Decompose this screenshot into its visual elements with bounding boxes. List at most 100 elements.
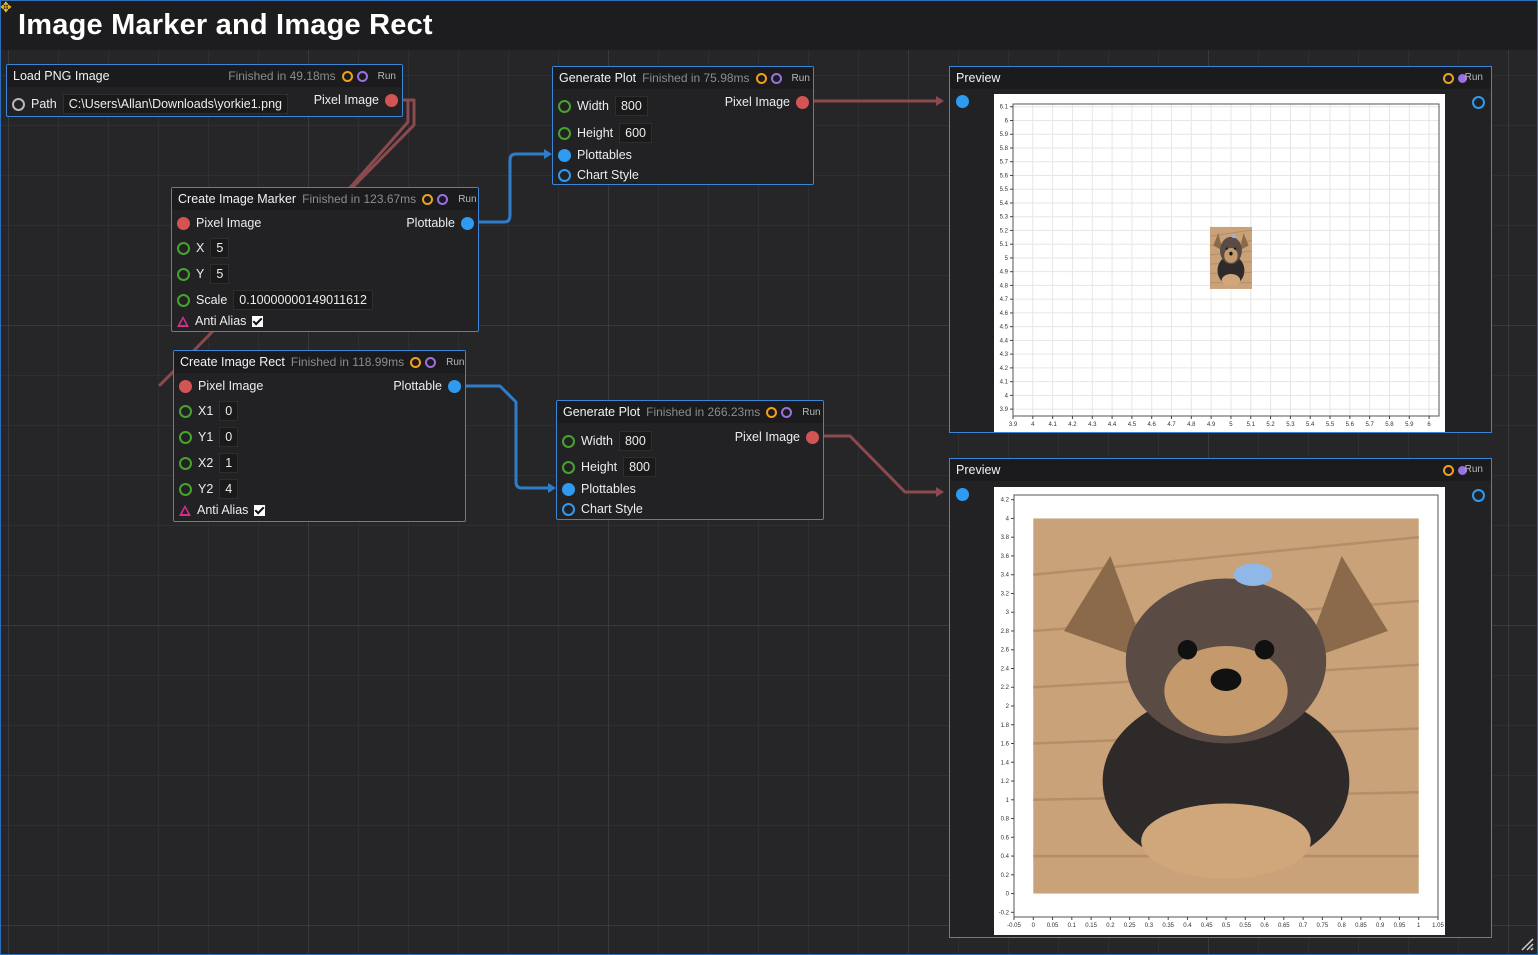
input-pin[interactable] (177, 293, 190, 307)
x-tick-label: 4.7 (1167, 422, 1176, 428)
status-ring-icon (422, 193, 434, 205)
input-pin[interactable] (177, 216, 190, 230)
run-button[interactable]: Run (377, 70, 396, 82)
y1-field[interactable]: 0 (219, 427, 239, 447)
y-tick-label: 0.2 (1001, 873, 1010, 879)
x1-field[interactable]: 0 (219, 401, 239, 421)
anti-alias-checkbox[interactable] (252, 315, 264, 327)
x-tick-label: 0.95 (1394, 923, 1406, 929)
output-label: Pixel Image (734, 430, 800, 444)
scale-field[interactable]: 0.10000000149011612 (233, 290, 373, 310)
height-label: Height (577, 126, 614, 140)
run-button[interactable]: Run (1464, 72, 1483, 83)
node-header[interactable]: Create Image Rect Finished in 118.99ms R… (174, 351, 465, 373)
status-ring-icon (425, 356, 437, 368)
input-pin[interactable] (179, 456, 192, 470)
run-button[interactable]: Run (446, 356, 465, 368)
input-pin[interactable] (562, 502, 575, 516)
move-icon[interactable]: ✥ (0, 0, 12, 15)
y-tick-label: 6.1 (1000, 105, 1009, 111)
node-header[interactable]: Preview Run (950, 459, 1491, 481)
node-header[interactable]: Generate Plot Finished in 75.98ms Run (553, 67, 813, 89)
input-pin[interactable] (956, 488, 969, 501)
node-generate-plot-1[interactable]: Generate Plot Finished in 75.98ms Run Wi… (552, 66, 814, 185)
output-pin[interactable] (385, 93, 398, 107)
y-field[interactable]: 5 (210, 264, 230, 284)
input-pin[interactable] (179, 404, 192, 418)
status-dot-icon (1458, 466, 1467, 475)
output-pin[interactable] (1472, 96, 1485, 109)
output-pin[interactable] (806, 430, 819, 444)
x-tick-label: 4.3 (1088, 422, 1097, 428)
y-tick-label: 3.6 (1001, 554, 1010, 560)
node-title: Preview (956, 71, 1001, 85)
input-pin[interactable] (558, 148, 571, 162)
status-ring-icon (766, 406, 778, 418)
node-load-png-image[interactable]: Load PNG Image Finished in 49.18ms Run P… (6, 64, 403, 117)
input-pin[interactable] (179, 430, 192, 444)
run-button[interactable]: Run (1464, 464, 1483, 475)
y-tick-label: 0.8 (1001, 817, 1010, 823)
node-generate-plot-2[interactable]: Generate Plot Finished in 266.23ms Run W… (556, 400, 824, 520)
chart-style-label: Chart Style (577, 168, 639, 182)
node-header[interactable]: Generate Plot Finished in 266.23ms Run (557, 401, 823, 423)
x-tick-label: 5.8 (1385, 422, 1394, 428)
node-header[interactable]: Load PNG Image Finished in 49.18ms Run (7, 65, 402, 87)
run-button[interactable]: Run (458, 193, 477, 205)
node-title: Create Image Marker (178, 192, 297, 206)
input-pin[interactable] (562, 460, 575, 474)
input-pin[interactable] (558, 168, 571, 182)
bool-pin-icon[interactable] (177, 315, 189, 327)
height-field[interactable]: 600 (619, 123, 652, 143)
input-pin[interactable] (562, 482, 575, 496)
anti-alias-label: Anti Alias (197, 503, 249, 517)
x-tick-label: 0 (1032, 923, 1036, 929)
output-pin[interactable] (448, 379, 461, 393)
node-create-image-marker[interactable]: Create Image Marker Finished in 123.67ms… (171, 187, 479, 332)
floor-board (1209, 229, 1253, 237)
anti-alias-checkbox[interactable] (254, 504, 266, 516)
x-tick-label: 1 (1417, 923, 1421, 929)
output-label: Pixel Image (724, 95, 790, 109)
run-button[interactable]: Run (791, 72, 810, 84)
x-field[interactable]: 5 (210, 238, 230, 258)
width-field[interactable]: 800 (614, 96, 648, 116)
output-pin[interactable] (461, 216, 474, 230)
output-pin[interactable] (1472, 489, 1485, 502)
input-pin[interactable] (562, 434, 575, 448)
y-tick-label: 4.6 (1000, 311, 1009, 317)
input-pin[interactable] (956, 95, 969, 108)
input-pin[interactable] (177, 241, 190, 255)
y-tick-label: 4.4 (1000, 338, 1009, 344)
node-header[interactable]: Preview Run (950, 67, 1491, 89)
output-pin[interactable] (796, 95, 809, 109)
resize-grip-icon[interactable] (1520, 937, 1534, 951)
x-label: X (196, 241, 205, 255)
height-field[interactable]: 800 (623, 457, 656, 477)
node-header[interactable]: Create Image Marker Finished in 123.67ms… (172, 188, 478, 210)
dog-nose (1229, 251, 1233, 256)
input-pin[interactable] (558, 126, 571, 140)
x-tick-label: 4.4 (1108, 422, 1117, 428)
input-pin[interactable] (12, 97, 25, 111)
scale-label: Scale (196, 293, 228, 307)
run-button[interactable]: Run (802, 406, 821, 418)
x-tick-label: 0.1 (1068, 923, 1077, 929)
dog-legs (1141, 803, 1311, 879)
y1-label: Y1 (198, 430, 214, 444)
bool-pin-icon[interactable] (179, 504, 191, 516)
node-create-image-rect[interactable]: Create Image Rect Finished in 118.99ms R… (173, 350, 466, 522)
input-pin[interactable] (558, 99, 571, 113)
dog-eye (1177, 639, 1198, 660)
y-tick-label: 4.5 (1000, 325, 1009, 331)
x2-field[interactable]: 1 (219, 453, 239, 473)
input-pin[interactable] (179, 482, 192, 496)
input-pin[interactable] (179, 379, 192, 393)
y2-field[interactable]: 4 (219, 479, 239, 499)
width-field[interactable]: 800 (618, 431, 652, 451)
path-field[interactable]: C:\Users\Allan\Downloads\yorkie1.png (62, 94, 289, 114)
input-pin[interactable] (177, 267, 190, 281)
height-label: Height (581, 460, 618, 474)
